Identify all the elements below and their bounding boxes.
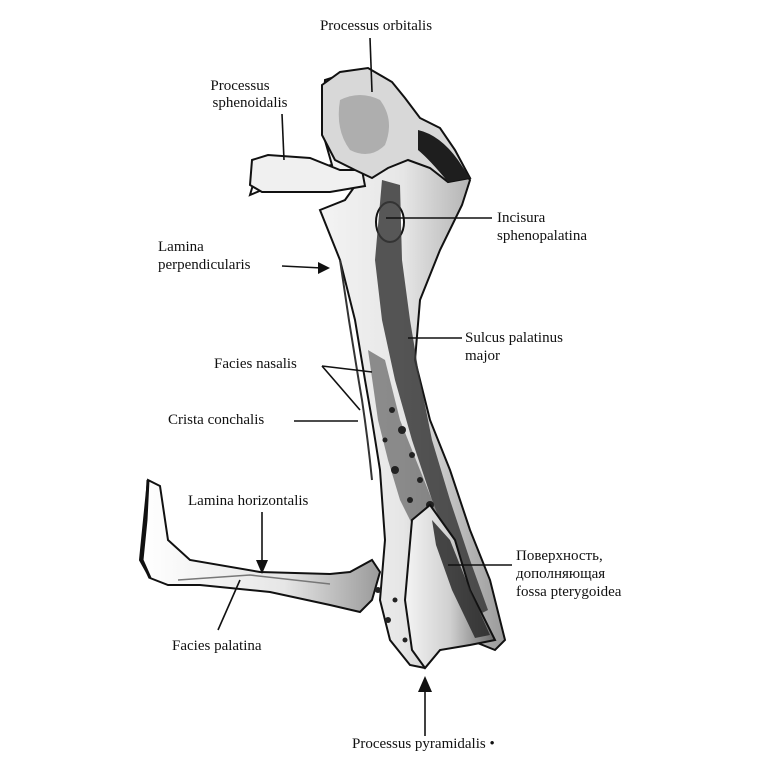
label-facies-nasalis: Facies nasalis [214, 356, 297, 372]
processus-orbitalis-cavity [418, 130, 470, 182]
leader-facies-nasalis-2 [321, 365, 361, 411]
sulcus-palatinus-major-shape [375, 180, 488, 615]
label-lamina-perpendicularis-line1: Lamina [158, 239, 204, 255]
label-poverkhnost-line2: дополняющая [516, 566, 606, 582]
label-lamina-perpendicularis-line2: perpendicularis [158, 257, 251, 273]
leader-lines [217, 37, 512, 736]
label-incisura-line1: Incisura [497, 210, 546, 226]
crista-conchalis-ridge [339, 259, 373, 481]
label-crista-conchalis: Crista conchalis [168, 412, 265, 428]
label-sulcus-line2: major [465, 348, 500, 364]
label-processus-sphenoidalis-line2: sphenoidalis [212, 95, 288, 111]
arrowhead-lamina-perpendicularis [318, 262, 330, 274]
leader-processus-orbitalis [369, 37, 373, 93]
lamina-horizontalis-edge [140, 479, 152, 579]
label-incisura-line2: sphenopalatina [497, 228, 587, 244]
arrowhead-processus-pyramidalis [418, 676, 432, 692]
label-sulcus-line1: Sulcus palatinus [465, 330, 563, 346]
arrowheads [256, 262, 432, 692]
label-processus-sphenoidalis-line1: Processus [210, 78, 270, 94]
facies-palatina-groove [177, 574, 331, 585]
pterygoid-surface [432, 520, 490, 638]
arrowhead-lamina-horizontalis [256, 560, 268, 574]
label-facies-palatina: Facies palatina [172, 638, 262, 654]
processus-sphenoidalis-shape [248, 153, 367, 193]
leader-lamina-perpendicularis [281, 265, 323, 269]
label-processus-pyramidalis: Processus pyramidalis • [352, 736, 495, 752]
label-processus-orbitalis: Processus orbitalis [319, 18, 433, 34]
label-lamina-horizontalis: Lamina horizontalis [188, 493, 309, 509]
label-poverkhnost-line1: Поверхность, [516, 548, 603, 564]
leader-facies-palatina [217, 579, 241, 631]
label-poverkhnost-line3: fossa pterygoidea [516, 584, 622, 600]
processus-orbitalis-shading [338, 95, 389, 154]
leader-processus-sphenoidalis [281, 113, 285, 161]
leader-facies-nasalis [321, 365, 373, 373]
